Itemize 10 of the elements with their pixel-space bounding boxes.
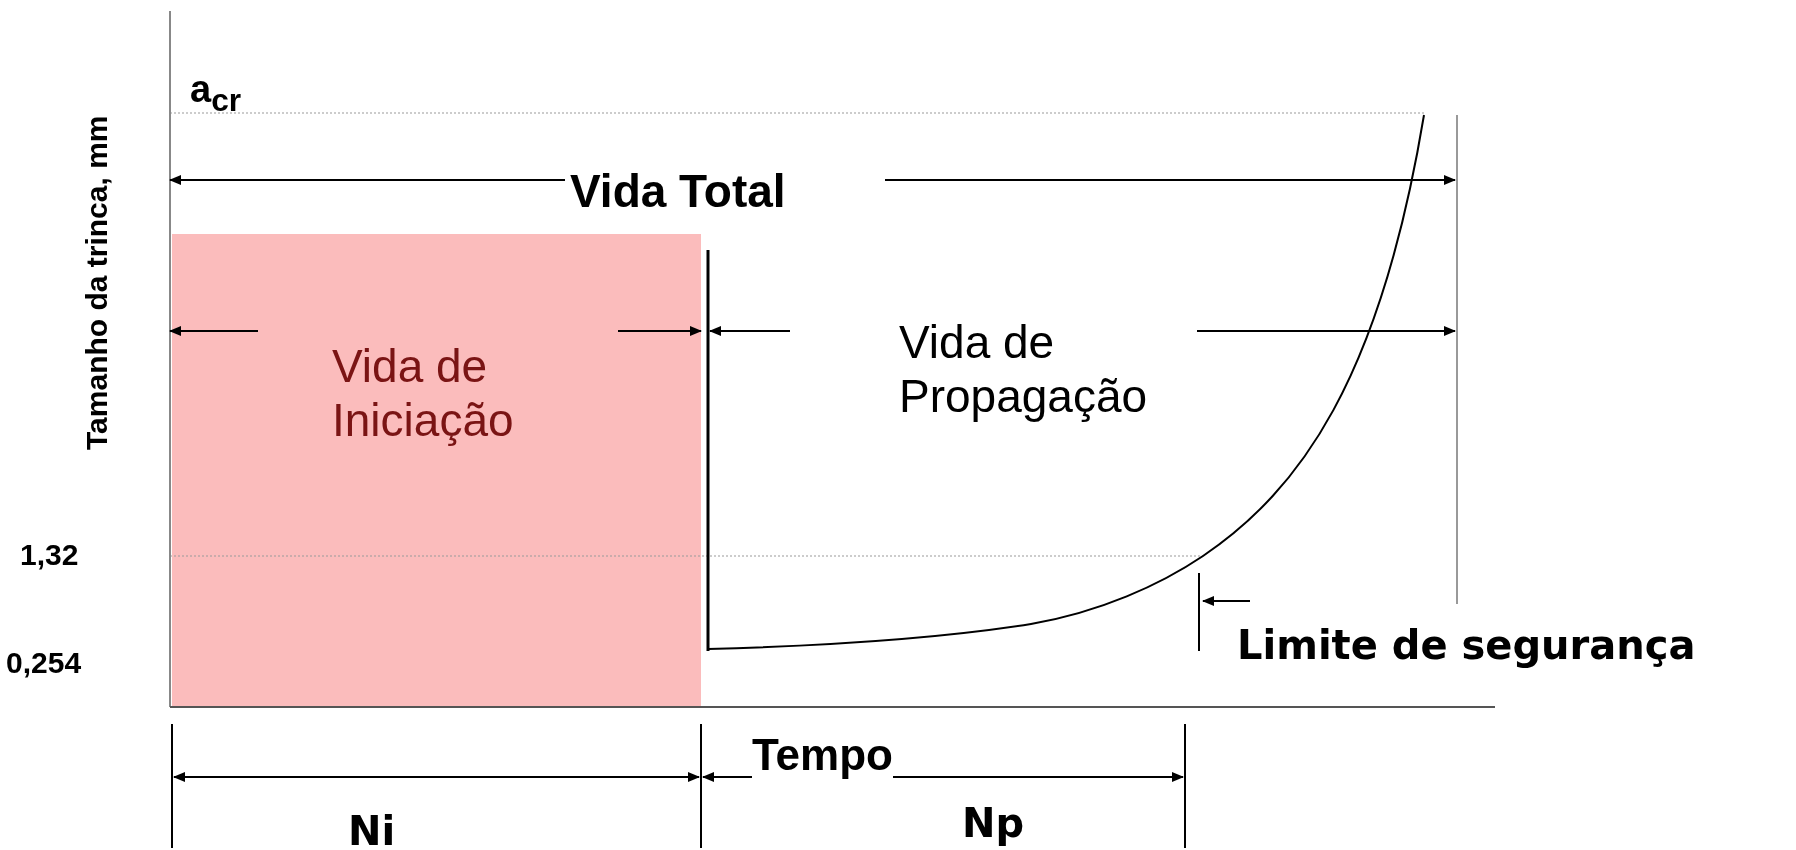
dimension-label: Vida de Propagação xyxy=(899,315,1149,423)
dimension-label: Ni xyxy=(348,808,396,850)
tick-label: 1,32 xyxy=(20,538,79,572)
dimension-label: Np xyxy=(962,800,1025,846)
annotation-label: Limite de segurança xyxy=(1237,622,1696,668)
axis-title: Tamanho da trinca, mm xyxy=(80,115,114,450)
tick-label: 0,254 xyxy=(6,646,82,680)
region-label: Vida de Iniciação xyxy=(332,339,515,447)
shaded-region xyxy=(172,234,701,707)
tick-label: a$_{cr}$ xyxy=(190,68,242,119)
